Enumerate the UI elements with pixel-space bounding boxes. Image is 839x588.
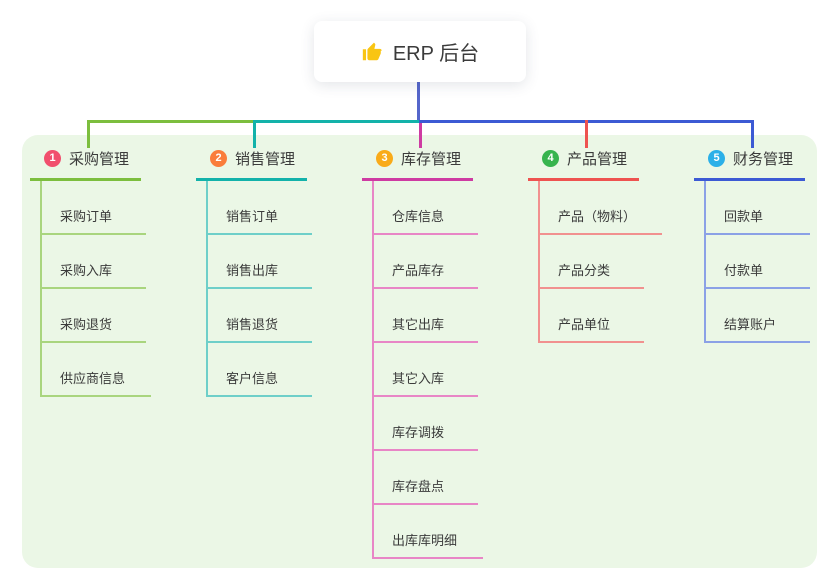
leaf-node[interactable]: 结算账户: [706, 289, 810, 343]
leaf-node[interactable]: 库存盘点: [374, 451, 478, 505]
branch-label: 采购管理: [69, 151, 130, 168]
branches-panel: [22, 135, 817, 568]
connector-line: [253, 120, 256, 148]
leaf-node[interactable]: 出库库明细: [374, 505, 484, 559]
leaf-node[interactable]: 付款单: [706, 235, 810, 289]
leaf-label: 采购退货: [60, 317, 113, 332]
leaf-label: 采购订单: [60, 209, 113, 224]
connector-line: [585, 120, 588, 148]
leaf-node[interactable]: 销售订单: [208, 181, 312, 235]
thumbs-up-icon: [361, 41, 383, 63]
leaf-node[interactable]: 产品库存: [374, 235, 478, 289]
branch-node[interactable]: 3 库存管理: [362, 146, 474, 181]
branch-items: 采购订单采购入库采购退货供应商信息: [40, 181, 152, 397]
leaf-label: 销售出库: [226, 263, 279, 278]
connector-line: [253, 120, 419, 123]
leaf-label: 库存盘点: [392, 479, 445, 494]
leaf-node[interactable]: 其它出库: [374, 289, 478, 343]
leaf-node[interactable]: 其它入库: [374, 343, 478, 397]
connector-line: [87, 120, 253, 123]
branch-number-badge: 2: [210, 150, 227, 167]
branch-column: 1 采购管理采购订单采购入库采购退货供应商信息: [30, 146, 152, 397]
leaf-label: 产品分类: [558, 263, 611, 278]
connector-line: [419, 123, 422, 148]
branch-node[interactable]: 5 财务管理: [694, 146, 806, 181]
leaf-label: 回款单: [724, 209, 764, 224]
connector-line: [751, 120, 754, 148]
branch-label: 产品管理: [567, 151, 628, 168]
leaf-node[interactable]: 销售出库: [208, 235, 312, 289]
branch-node[interactable]: 2 销售管理: [196, 146, 308, 181]
connector-line: [417, 82, 420, 121]
branch-column: 3 库存管理仓库信息产品库存其它出库其它入库库存调拨库存盘点出库库明细: [362, 146, 484, 559]
leaf-label: 其它入库: [392, 371, 445, 386]
root-title: ERP 后台: [392, 43, 480, 65]
leaf-node[interactable]: 销售退货: [208, 289, 312, 343]
branch-items: 仓库信息产品库存其它出库其它入库库存调拨库存盘点出库库明细: [372, 181, 484, 559]
leaf-label: 供应商信息: [60, 371, 126, 386]
branch-label: 销售管理: [235, 151, 296, 168]
leaf-node[interactable]: 回款单: [706, 181, 810, 235]
leaf-node[interactable]: 采购入库: [42, 235, 146, 289]
branch-label: 财务管理: [733, 151, 794, 168]
leaf-label: 客户信息: [226, 371, 279, 386]
leaf-node[interactable]: 产品单位: [540, 289, 644, 343]
branch-number-badge: 3: [376, 150, 393, 167]
leaf-label: 仓库信息: [392, 209, 445, 224]
leaf-label: 产品单位: [558, 317, 611, 332]
leaf-node[interactable]: 采购退货: [42, 289, 146, 343]
leaf-node[interactable]: 仓库信息: [374, 181, 478, 235]
leaf-label: 采购入库: [60, 263, 113, 278]
connector-line: [87, 120, 90, 148]
branch-column: 4 产品管理产品（物料） 产品分类产品单位: [528, 146, 663, 343]
leaf-label: 其它出库: [392, 317, 445, 332]
leaf-node[interactable]: 采购订单: [42, 181, 146, 235]
branch-items: 销售订单销售出库销售退货客户信息: [206, 181, 312, 397]
branch-column: 5 财务管理回款单付款单结算账户: [694, 146, 810, 343]
leaf-label: 出库库明细: [392, 533, 458, 548]
leaf-node[interactable]: 产品（物料）: [540, 181, 663, 235]
leaf-node[interactable]: 产品分类: [540, 235, 644, 289]
leaf-label: 结算账户: [724, 317, 777, 332]
leaf-label: 产品（物料）: [558, 209, 637, 224]
branch-node[interactable]: 4 产品管理: [528, 146, 640, 181]
leaf-label: 销售订单: [226, 209, 279, 224]
branch-items: 产品（物料） 产品分类产品单位: [538, 181, 663, 343]
branch-node[interactable]: 1 采购管理: [30, 146, 142, 181]
branch-number-badge: 5: [708, 150, 725, 167]
branch-label: 库存管理: [401, 151, 462, 168]
leaf-label: 付款单: [724, 263, 764, 278]
leaf-label: 库存调拨: [392, 425, 445, 440]
leaf-node[interactable]: 客户信息: [208, 343, 312, 397]
leaf-label: 产品库存: [392, 263, 445, 278]
leaf-node[interactable]: 库存调拨: [374, 397, 478, 451]
root-node[interactable]: ERP 后台: [314, 21, 526, 82]
branch-number-badge: 1: [44, 150, 61, 167]
leaf-label: 销售退货: [226, 317, 279, 332]
branch-items: 回款单付款单结算账户: [704, 181, 810, 343]
branch-number-badge: 4: [542, 150, 559, 167]
leaf-node[interactable]: 供应商信息: [42, 343, 152, 397]
branch-column: 2 销售管理销售订单销售出库销售退货客户信息: [196, 146, 312, 397]
